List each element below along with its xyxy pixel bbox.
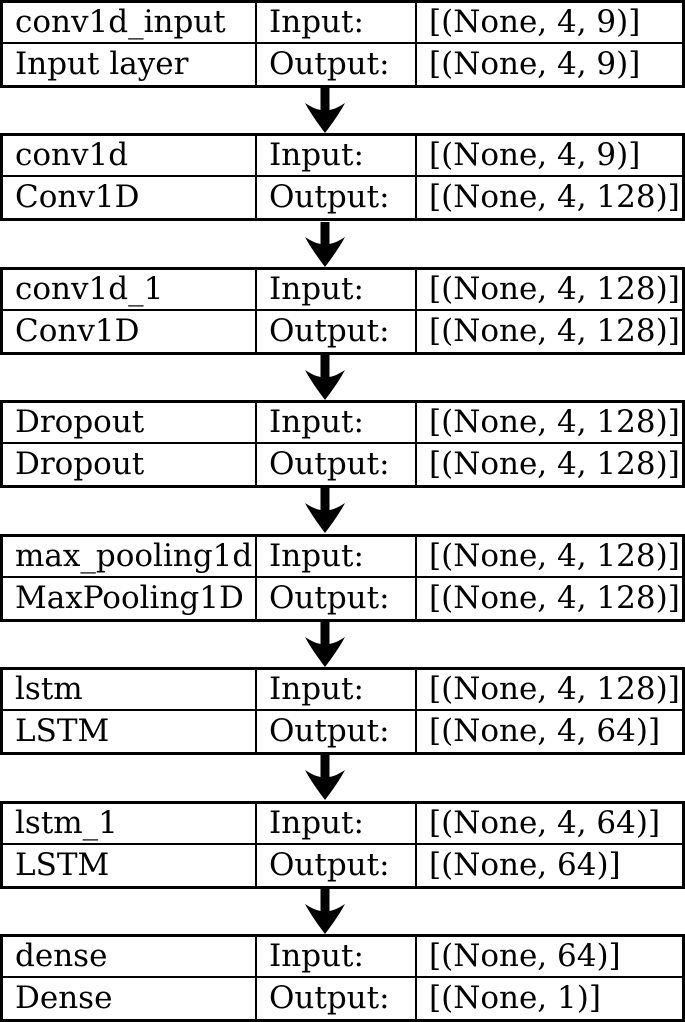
layer-block-max-pooling1d: max_pooling1d Input: [(None, 4, 128)] Ma… bbox=[0, 533, 685, 622]
layer-name: conv1d_input bbox=[3, 3, 257, 44]
layer-type: Dropout bbox=[3, 444, 257, 486]
output-label: Output: bbox=[257, 977, 417, 1019]
connector bbox=[0, 88, 685, 134]
input-label: Input: bbox=[257, 670, 417, 712]
output-shape: [(None, 4, 64)] bbox=[429, 713, 661, 750]
input-label: Input: bbox=[257, 803, 417, 845]
layer-name: lstm bbox=[3, 670, 257, 712]
output-shape: [(None, 4, 128)] bbox=[429, 446, 680, 483]
layer-block-dropout: Dropout Input: [(None, 4, 128)] Dropout … bbox=[0, 400, 685, 489]
input-shape: [(None, 4, 128)] bbox=[417, 670, 682, 712]
connector bbox=[0, 755, 685, 801]
layer-type: Input layer bbox=[3, 44, 257, 85]
input-shape: [(None, 4, 9)] bbox=[417, 3, 682, 44]
output-shape: [(None, 4, 128)] bbox=[429, 312, 680, 349]
output-shape: [(None, 4, 128)] bbox=[429, 579, 680, 616]
layer-block-conv1d-1: conv1d_1 Input: [(None, 4, 128)] Conv1D … bbox=[0, 266, 685, 355]
layer-block-conv1d-input: conv1d_input Input: [(None, 4, 9)] Input… bbox=[0, 0, 685, 88]
down-arrow-icon bbox=[305, 355, 345, 401]
input-shape: [(None, 4, 128)] bbox=[417, 537, 682, 578]
input-shape: [(None, 64)] bbox=[417, 937, 682, 978]
output-label: Output: bbox=[257, 711, 417, 753]
input-label: Input: bbox=[257, 269, 417, 311]
input-label: Input: bbox=[257, 3, 417, 44]
output-shape: [(None, 4, 9)] bbox=[429, 46, 641, 82]
input-shape: [(None, 4, 128)] bbox=[417, 403, 682, 445]
output-label: Output: bbox=[257, 310, 417, 352]
down-arrow-icon bbox=[305, 88, 345, 134]
connector bbox=[0, 621, 685, 667]
layer-type: LSTM bbox=[3, 711, 257, 753]
connector bbox=[0, 888, 685, 934]
connector bbox=[0, 488, 685, 534]
layer-name: max_pooling1d bbox=[3, 536, 257, 578]
down-arrow-icon bbox=[305, 621, 345, 667]
input-label: Input: bbox=[257, 536, 417, 578]
down-arrow-icon bbox=[305, 755, 345, 801]
output-shape: [(None, 4, 128)] bbox=[429, 179, 680, 216]
connector bbox=[0, 355, 685, 401]
layer-type: MaxPooling1D bbox=[3, 577, 257, 619]
layer-block-dense: dense Input: [(None, 64)] Dense Output: … bbox=[0, 933, 685, 1022]
down-arrow-icon bbox=[305, 888, 345, 934]
input-shape: [(None, 4, 9)] bbox=[417, 136, 682, 178]
output-label: Output: bbox=[257, 444, 417, 486]
layer-block-lstm-1: lstm_1 Input: [(None, 4, 64)] LSTM Outpu… bbox=[0, 800, 685, 889]
layer-name: conv1d bbox=[3, 136, 257, 178]
connector bbox=[0, 221, 685, 267]
down-arrow-icon bbox=[305, 488, 345, 534]
layer-type: Conv1D bbox=[3, 177, 257, 219]
output-shape: [(None, 64)] bbox=[429, 846, 621, 883]
input-shape: [(None, 4, 64)] bbox=[417, 804, 682, 845]
layer-name: conv1d_1 bbox=[3, 269, 257, 311]
output-label: Output: bbox=[257, 44, 417, 85]
layer-name: dense bbox=[3, 936, 257, 978]
down-arrow-icon bbox=[305, 221, 345, 267]
input-label: Input: bbox=[257, 403, 417, 445]
layer-block-conv1d: conv1d Input: [(None, 4, 9)] Conv1D Outp… bbox=[0, 133, 685, 222]
input-shape: [(None, 4, 128)] bbox=[417, 270, 682, 311]
output-shape: [(None, 1)] bbox=[429, 979, 601, 1016]
layer-type: Conv1D bbox=[3, 310, 257, 352]
layer-block-lstm: lstm Input: [(None, 4, 128)] LSTM Output… bbox=[0, 667, 685, 756]
input-label: Input: bbox=[257, 136, 417, 178]
output-label: Output: bbox=[257, 577, 417, 619]
output-label: Output: bbox=[257, 177, 417, 219]
layer-type: LSTM bbox=[3, 844, 257, 886]
output-label: Output: bbox=[257, 844, 417, 886]
layer-name: lstm_1 bbox=[3, 803, 257, 845]
layer-type: Dense bbox=[3, 977, 257, 1019]
layer-name: Dropout bbox=[3, 403, 257, 445]
input-label: Input: bbox=[257, 936, 417, 978]
